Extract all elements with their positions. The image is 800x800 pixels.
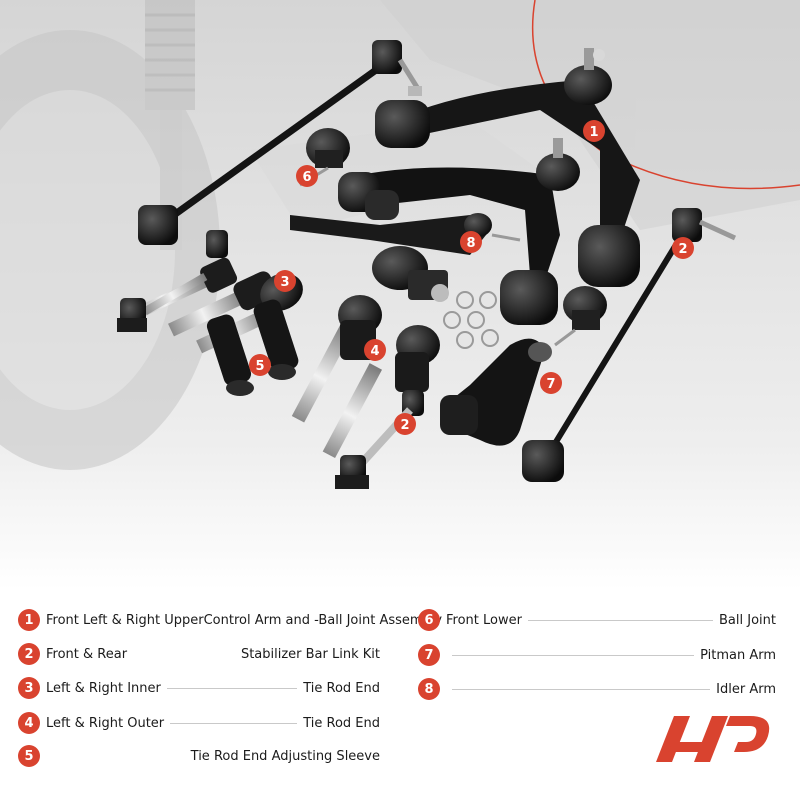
legend-left-label: Front & Rear: [46, 646, 128, 662]
callout-4-label: 4: [370, 344, 379, 359]
legend-item-3: 3 Left & Right Inner Tie Rod End: [18, 676, 380, 700]
callout-8: 8: [460, 231, 482, 253]
legend-left-label: Left & Right Inner: [46, 680, 161, 696]
legend-right-label: Pitman Arm: [700, 647, 776, 663]
callout-8-label: 8: [466, 236, 475, 251]
legend-item-4: 4 Left & Right Outer Tie Rod End: [18, 711, 380, 735]
legend-badge: 4: [18, 712, 40, 734]
legend-badge: 5: [18, 745, 40, 767]
leader-line: [452, 688, 711, 690]
callout-badges: 1 2 3 4 5 6 7 8 2: [249, 120, 694, 435]
legend-right-label: Ball Joint: [719, 612, 776, 628]
upper-control-arm-rear: [375, 48, 640, 287]
callout-7: 7: [540, 372, 562, 394]
legend-right-label: Control Arm and -Ball Joint Assembly: [203, 612, 443, 628]
leader-line: [166, 687, 298, 689]
legend-badge: 2: [18, 643, 40, 665]
legend-right-label: Stabilizer Bar Link Kit: [240, 646, 380, 662]
adjusting-sleeves: [206, 299, 299, 396]
upper-control-arm-front: [338, 138, 580, 325]
parts-legend: 1 Front Left & Right Upper Control Arm a…: [0, 598, 800, 798]
legend-left-label: Left & Right Outer: [46, 715, 165, 731]
callout-4: 4: [364, 339, 386, 361]
logo-icon: [656, 716, 770, 762]
pitman-arm: [440, 338, 552, 446]
callout-5: 5: [249, 354, 271, 376]
legend-left-label: Front Left & Right Upper: [46, 612, 204, 628]
legend-badge: 7: [418, 644, 440, 666]
callout-1: 1: [583, 120, 605, 142]
callout-1-label: 1: [589, 125, 598, 140]
nuts: [443, 291, 499, 349]
legend-badge: 6: [418, 609, 440, 631]
callout-2a: 2: [672, 237, 694, 259]
stabilizer-link-short-left: [117, 230, 228, 332]
legend-right-label: Tie Rod End: [303, 680, 380, 696]
legend-item-6: 6 Front Lower Ball Joint: [418, 608, 776, 632]
callout-3-label: 3: [280, 275, 289, 290]
legend-badge: 1: [18, 609, 40, 631]
idler-arm: [290, 213, 521, 302]
legend-right-label: Idler Arm: [716, 681, 776, 697]
lower-ball-joint-right: [554, 286, 607, 347]
callout-2a-label: 2: [678, 242, 687, 257]
legend-badge: 3: [18, 677, 40, 699]
parts-illustration: 1 2 3 4 5 6 7 8 2: [0, 0, 800, 590]
legend-item-1: 1 Front Left & Right Upper Control Arm a…: [18, 608, 442, 632]
leader-line: [170, 722, 298, 724]
legend-right-label: Tie Rod End: [303, 715, 380, 731]
callout-6-label: 6: [302, 170, 311, 185]
legend-right-label: Tie Rod End Adjusting Sleeve: [190, 748, 380, 764]
callout-2b-label: 2: [400, 418, 409, 433]
callout-5-label: 5: [255, 359, 264, 374]
legend-item-5: 5 Tie Rod End Adjusting Sleeve: [18, 744, 380, 768]
leader-line: [527, 619, 714, 621]
legend-item-7: 7 Pitman Arm: [418, 643, 776, 667]
outer-tie-rods: [291, 295, 440, 459]
legend-badge: 8: [418, 678, 440, 700]
callout-2b: 2: [394, 413, 416, 435]
callout-6: 6: [296, 165, 318, 187]
legend-item-2: 2 Front & Rear Stabilizer Bar Link Kit: [18, 642, 380, 666]
stabilizer-link-long-right: [522, 208, 737, 482]
legend-item-8: 8 Idler Arm: [418, 677, 776, 701]
stabilizer-link-long-left: [138, 40, 423, 245]
leader-line: [452, 654, 695, 656]
callout-3: 3: [274, 270, 296, 292]
legend-left-label: Front Lower: [446, 612, 522, 628]
callout-7-label: 7: [546, 377, 555, 392]
